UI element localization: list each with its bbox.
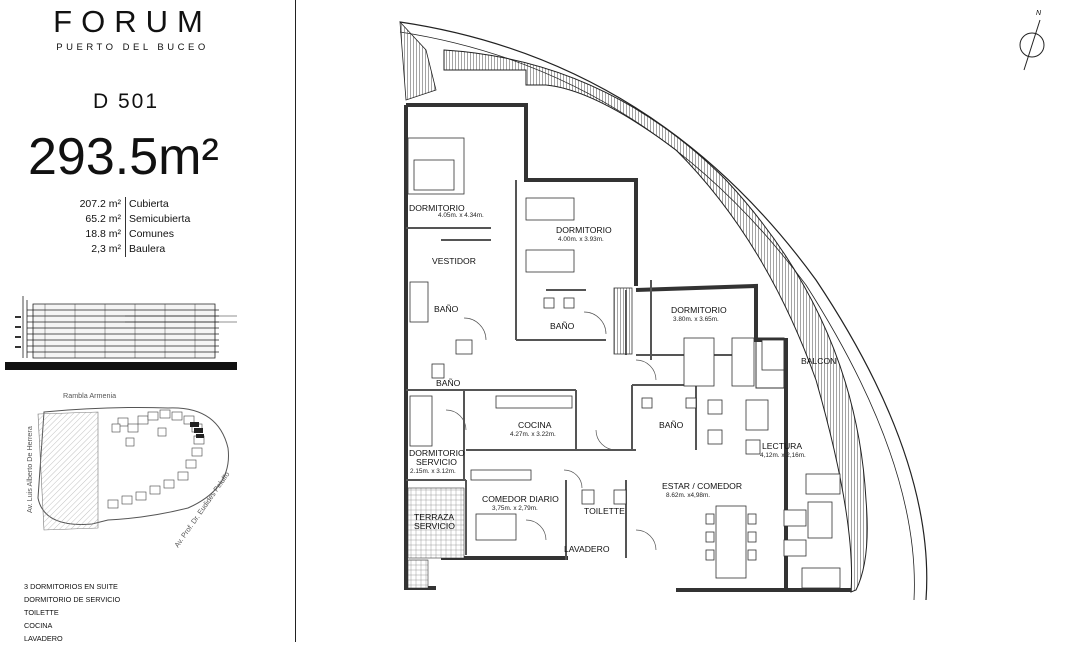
bed-icon — [525, 197, 575, 221]
bed-icon — [525, 249, 575, 273]
room-dorm2-label: DORMITORIO — [556, 225, 612, 235]
unit-code: D 501 — [93, 90, 160, 113]
room-balcon-label: BALCON — [801, 356, 836, 366]
brand-subtitle: PUERTO DEL BUCEO — [56, 42, 209, 53]
balcony-storage — [755, 337, 785, 389]
feature-item: 3 DORMITORIOS EN SUITE — [24, 582, 118, 591]
feature-item: COCINA — [24, 621, 53, 630]
room-terraza-label-1: TERRAZA — [414, 512, 454, 522]
room-lectura-label: LECTURA — [762, 441, 802, 451]
room-cocina-dims: 4.27m. x 3.22m. — [510, 431, 556, 438]
room-lavadero-label: LAVADERO — [564, 544, 610, 554]
feature-list: 3 DORMITORIOS EN SUITE DORMITORIO DE SER… — [24, 580, 120, 645]
feature-item: TOILETTE — [24, 608, 59, 617]
room-estar-label: ESTAR / COMEDOR — [662, 481, 742, 491]
room-labels: DORMITORIO 4.05m. x 4.34m. DORMITORIO 4.… — [409, 203, 836, 554]
feature-item: DORMITORIO DE SERVICIO — [24, 595, 121, 604]
room-bano4-label: BAÑO — [659, 420, 684, 430]
outer-curve-inner — [399, 31, 915, 601]
closet — [613, 287, 633, 355]
feature-item: LAVADERO — [24, 634, 63, 643]
building-footprints — [107, 409, 205, 509]
street-label-rambla: Rambla Armenia — [63, 391, 116, 400]
furniture — [407, 137, 841, 589]
room-dorm-servicio-label-1: DORMITORIO — [409, 448, 465, 458]
room-lectura-dims: 4,12m. x 2,16m. — [760, 452, 806, 459]
bathtub-icon — [409, 281, 429, 323]
room-dorm1-dims: 4.05m. x 4.34m. — [438, 212, 484, 219]
compass-north-label: N — [1036, 10, 1042, 17]
room-dorm1-label: DORMITORIO — [409, 203, 465, 213]
room-vestidor-label: VESTIDOR — [432, 256, 476, 266]
room-comedor-diario-label: COMEDOR DIARIO — [482, 494, 559, 504]
room-bano1-label: BAÑO — [434, 304, 459, 314]
compass-icon: N — [1019, 10, 1045, 71]
kitchen-counter — [495, 395, 573, 409]
unit-total-area: 293.5m² — [28, 128, 219, 186]
room-toilette-label: TOILETTE — [584, 506, 625, 516]
room-comedor-diario-dims: 3,75m. x 2,79m. — [492, 505, 538, 512]
room-bano3-label: BAÑO — [436, 378, 461, 388]
dining-table-icon — [475, 513, 517, 541]
room-dorm-servicio-label-2: SERVICIO — [416, 457, 457, 467]
site-map: Rambla Armenia Av. Luis Alberto De Herre… — [25, 391, 231, 549]
room-cocina-label: COCINA — [518, 420, 552, 430]
outer-curve — [399, 21, 928, 601]
building-elevation — [5, 296, 237, 370]
brand-logo: FORUM — [53, 4, 212, 39]
room-dorm-servicio-dims: 2.15m. x 3.12m. — [410, 468, 456, 475]
balcony-corner — [399, 20, 437, 101]
bed-icon — [683, 337, 715, 387]
room-bano2-label: BAÑO — [550, 321, 575, 331]
interior-walls — [406, 180, 737, 560]
room-dorm3-dims: 3.80m. x 3.65m. — [673, 316, 719, 323]
door-swings — [445, 311, 657, 551]
street-label-herrera: Av. Luis Alberto De Herrera — [25, 426, 34, 513]
dining-table-icon — [715, 505, 747, 579]
info-panel: FORUM PUERTO DEL BUCEO D 501 293.5m² 207… — [0, 0, 296, 645]
terrace-tiles — [407, 487, 465, 589]
room-terraza-label-2: SERVICIO — [414, 521, 455, 531]
room-dorm2-dims: 4.00m. x 3.93m. — [558, 236, 604, 243]
highlight-building — [190, 422, 204, 438]
park-area — [37, 411, 99, 531]
floor-plan: DORMITORIO 4.05m. x 4.34m. DORMITORIO 4.… — [399, 10, 1045, 601]
room-estar-dims: 8.62m. x4,98m. — [666, 492, 710, 499]
room-dorm3-label: DORMITORIO — [671, 305, 727, 315]
